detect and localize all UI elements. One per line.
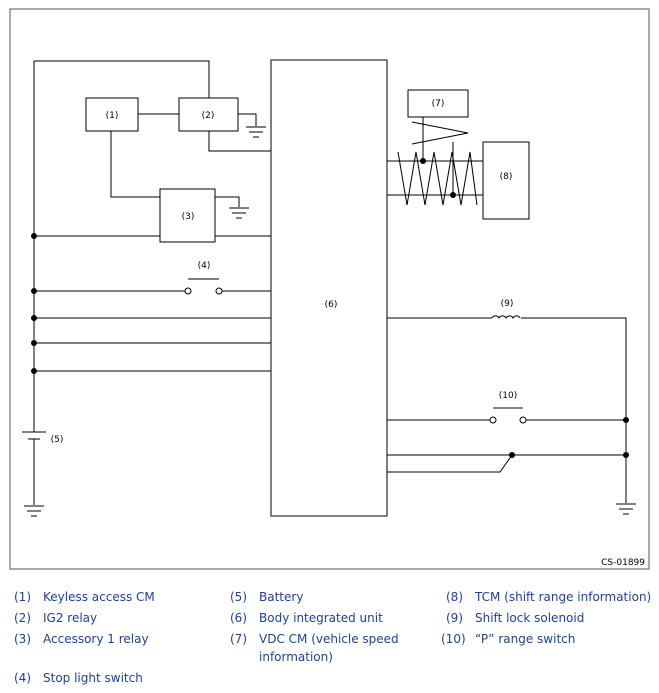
shift-lock-solenoid-coil xyxy=(491,315,521,320)
switch-contact xyxy=(519,416,527,424)
legend-num: (1) xyxy=(14,590,31,604)
legend-num: (8) xyxy=(446,590,463,604)
wiring-diagram: (1) (2) (3) (4) (5) (6) (7) (8) (9) (10)… xyxy=(9,8,650,570)
vdc-cm-box xyxy=(407,89,469,118)
label-c1: (1) xyxy=(106,111,119,121)
legend-num: (10) xyxy=(441,632,466,646)
accessory-1-relay-box xyxy=(159,188,216,243)
label-c3: (3) xyxy=(182,212,195,222)
label-c9: (9) xyxy=(501,299,514,309)
relay3-ground-wire xyxy=(215,196,240,207)
relay2-to-unit-wire xyxy=(208,131,271,152)
legend-text: Body integrated unit xyxy=(259,611,383,625)
legend-num: (2) xyxy=(14,611,31,625)
legend-num: (4) xyxy=(14,671,31,685)
label-c6: (6) xyxy=(325,300,338,310)
node xyxy=(31,315,37,321)
node xyxy=(31,233,37,239)
battery-symbol xyxy=(22,431,46,505)
legend-text: TCM (shift range information) xyxy=(475,590,652,604)
label-c8: (8) xyxy=(500,172,513,182)
legend-text: Shift lock solenoid xyxy=(475,611,585,625)
node xyxy=(420,158,426,164)
label-c2: (2) xyxy=(202,111,215,121)
legend-text: “P” range switch xyxy=(475,632,576,646)
node xyxy=(623,452,629,458)
label-c7: (7) xyxy=(432,99,445,109)
switch-contact xyxy=(215,287,223,295)
legend-num: (3) xyxy=(14,632,31,646)
label-c4: (4) xyxy=(198,261,211,271)
legend-text: Keyless access CM xyxy=(43,590,155,604)
switch-contact xyxy=(184,287,192,295)
legend: (1) Keyless access CM (2) IG2 relay (3) … xyxy=(0,583,659,693)
legend-text: Accessory 1 relay xyxy=(43,632,149,646)
legend-num: (7) xyxy=(230,632,247,646)
switch-contact xyxy=(489,416,497,424)
node xyxy=(31,340,37,346)
figure-code: CS-01899 xyxy=(601,558,645,568)
legend-text: VDC CM (vehicle speed information) xyxy=(259,632,399,664)
node xyxy=(31,288,37,294)
body-integrated-unit-box xyxy=(270,59,388,517)
vdc-chevron xyxy=(411,121,469,145)
legend-num: (5) xyxy=(230,590,247,604)
label-c10: (10) xyxy=(499,391,517,401)
legend-text: IG2 relay xyxy=(43,611,98,625)
legend-text: Battery xyxy=(259,590,304,604)
top-wire-to-relay2 xyxy=(34,60,210,98)
diagram-frame xyxy=(9,8,650,570)
relay3-ground-symbol xyxy=(229,207,249,219)
node xyxy=(509,452,515,458)
node xyxy=(450,192,456,198)
lower-return-wire xyxy=(387,454,626,473)
twisted-pair-zigzag xyxy=(397,151,478,206)
right-ground-symbol xyxy=(616,503,636,515)
legend-num: (6) xyxy=(230,611,247,625)
node xyxy=(31,368,37,374)
legend-text: Stop light switch xyxy=(43,671,143,685)
label-c5: (5) xyxy=(51,435,64,445)
tcm-box xyxy=(482,141,530,220)
legend-num: (9) xyxy=(446,611,463,625)
relay2-ground-symbol xyxy=(246,126,266,138)
relay2-ground-wire xyxy=(238,113,257,126)
battery-ground-symbol xyxy=(24,505,44,517)
cm1-to-relay3-wire xyxy=(110,131,160,198)
node xyxy=(623,417,629,423)
solenoid-wire xyxy=(387,317,627,503)
